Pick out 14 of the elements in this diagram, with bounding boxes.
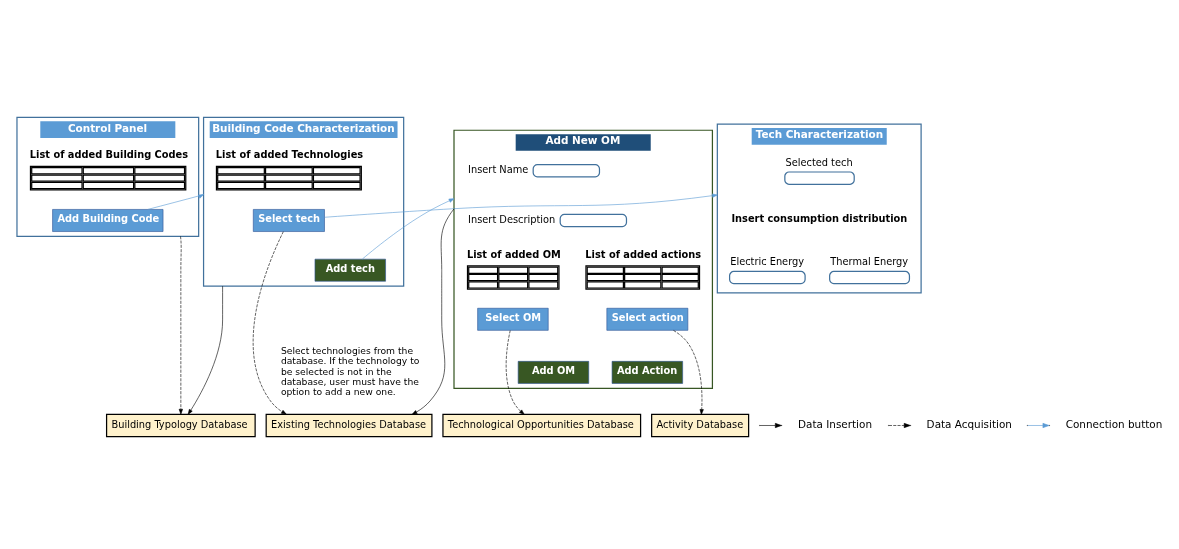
node-label: Thermal Energy bbox=[830, 256, 909, 268]
node-label: Selected tech bbox=[785, 156, 853, 168]
label: Insert consumption distribution bbox=[731, 213, 908, 225]
node-label: List of added Technologies bbox=[215, 149, 364, 161]
node-label: Electric Energy bbox=[730, 256, 805, 268]
node-label: Insert Description bbox=[468, 213, 556, 225]
node-label: List of added Building Codes bbox=[29, 149, 189, 161]
node-label: List of added actions bbox=[585, 248, 702, 260]
label: Select technologies from the database. If the technology to be selected is not in the database, user must have the option to add a new one. bbox=[280, 344, 420, 398]
node-label: Insert Name bbox=[468, 164, 529, 176]
legend-label: Data Insertion bbox=[798, 418, 873, 431]
legend-label: Data Acquisition bbox=[926, 418, 1012, 431]
legend-label: Connection button bbox=[1065, 418, 1163, 431]
node-label: List of added OM bbox=[466, 248, 561, 260]
